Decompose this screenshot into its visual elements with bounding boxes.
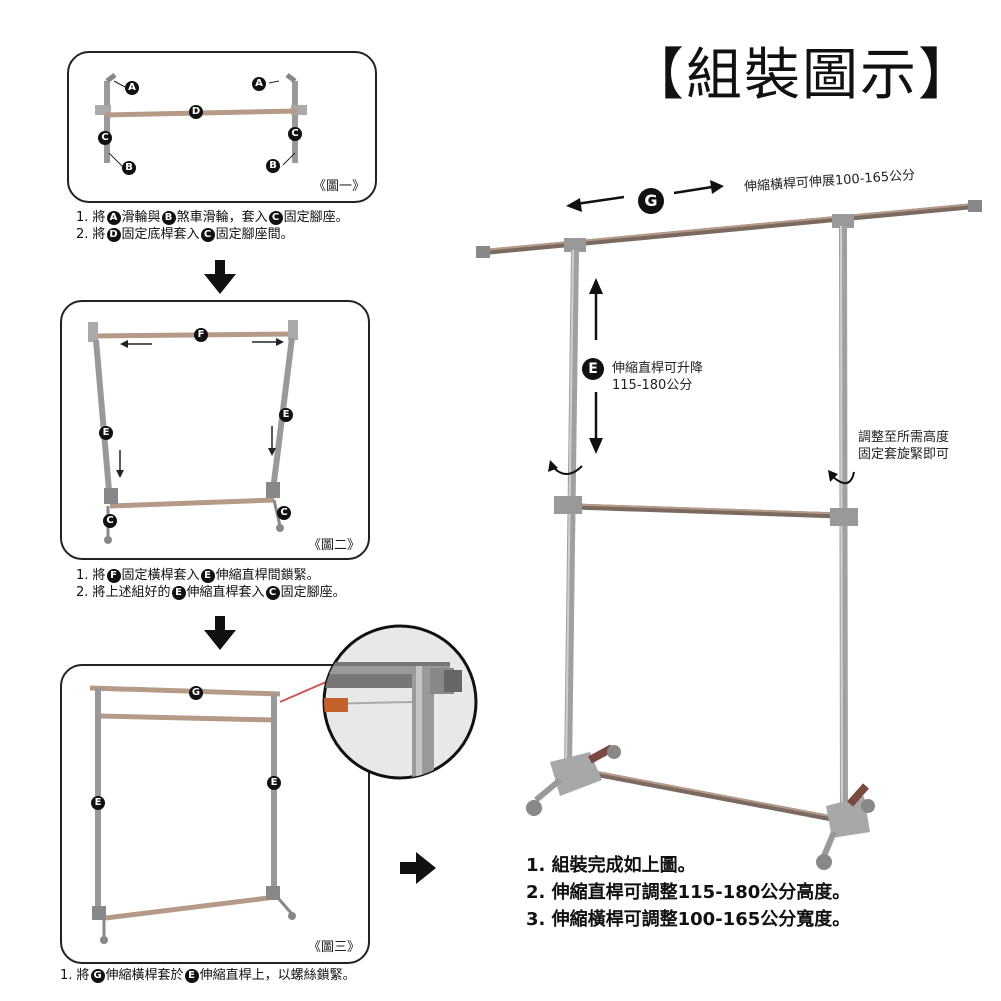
text: 固定腳座。 [283,210,349,225]
text: 1. 將 [76,210,106,225]
figure-2-caption: 《圖二》 [308,538,361,553]
adjust-label-2: 固定套旋緊即可 [858,447,950,462]
down-arrow-icon [204,260,236,294]
step-2-instructions: 1. 將 F 固定橫桿套入 E 伸縮直桿間鎖緊。 2. 將上述組好的 E 伸縮直… [76,567,346,601]
label-c-right: C [288,127,302,141]
final-note: 1. 組裝完成如上圖。 [526,855,696,876]
label-d: D [106,227,121,242]
panel-figure-1: A A D C C B B 《圖一》 [67,51,377,203]
assembled-rack-drawing [476,180,982,870]
label-e: E [200,568,215,583]
panel-figure-3: G E E 《圖三》 [60,664,370,964]
text: 2. 將上述組好的 [76,585,171,600]
label-e-left: E [99,426,113,440]
label-a-left: A [125,81,139,95]
label-g: G [90,968,105,983]
label-e-main: E [582,358,604,380]
e-bar-label-1: 伸縮直桿可升降 [612,361,704,376]
down-arrow-icon [204,616,236,650]
text: 1. 將 [76,568,106,583]
label-b-right: B [266,159,280,173]
label-c-left: C [103,514,117,528]
label-c: C [265,585,280,600]
panel-figure-2: F E E C C 《圖二》 [60,300,370,560]
text: 固定橫桿套入 [121,568,200,583]
label-c: C [268,210,283,225]
page-title: 【組裝圖示】 [628,43,976,108]
label-f: F [106,568,121,583]
label-d: D [189,105,203,119]
label-e: E [171,585,186,600]
right-arrow-icon [400,852,436,884]
text: 固定腳座間。 [215,227,294,242]
figure-3-caption: 《圖三》 [308,940,361,955]
label-e-left: E [91,796,105,810]
label-c-left: C [98,131,112,145]
adjust-label-1: 調整至所需高度 [858,430,950,445]
label-c-right: C [277,506,291,520]
step-1-instructions: 1. 將 A 滑輪與 B 煞車滑輪，套入 C 固定腳座。 2. 將 D 固定底桿… [76,209,349,243]
label-f: F [194,328,208,342]
label-a: A [106,210,121,225]
final-notes: 1. 組裝完成如上圖。 2. 伸縮直桿可調整115-180公分高度。 3. 伸縮… [526,852,850,933]
text: 伸縮直桿上，以螺絲鎖緊。 [199,968,356,983]
label-a-right: A [252,77,266,91]
label-b-left: B [122,161,136,175]
label-e-right: E [279,408,293,422]
label-g-main: G [638,188,664,214]
label-c: C [200,227,215,242]
text: 煞車滑輪，套入 [176,210,268,225]
text: 固定腳座。 [280,585,346,600]
step-1-line-2: 2. 將 D 固定底桿套入 C 固定腳座間。 [76,226,349,243]
text: 伸縮直桿間鎖緊。 [215,568,320,583]
text: 2. 將 [76,227,106,242]
step-2-line-1: 1. 將 F 固定橫桿套入 E 伸縮直桿間鎖緊。 [76,567,346,584]
e-bar-label-2: 115-180公分 [612,378,693,393]
figure-1-caption: 《圖一》 [313,179,366,194]
step-2-line-2: 2. 將上述組好的 E 伸縮直桿套入 C 固定腳座。 [76,584,346,601]
label-e-right: E [267,776,281,790]
step-1-line-1: 1. 將 A 滑輪與 B 煞車滑輪，套入 C 固定腳座。 [76,209,349,226]
text: 固定底桿套入 [121,227,200,242]
label-e: E [184,968,199,983]
text: 滑輪與 [121,210,161,225]
final-note: 3. 伸縮橫桿可調整100-165公分寬度。 [526,909,851,930]
text: 伸縮直桿套入 [186,585,265,600]
text: 1. 將 [60,968,90,983]
text: 伸縮橫桿套於 [105,968,184,983]
final-note: 2. 伸縮直桿可調整115-180公分高度。 [526,882,851,903]
label-g: G [189,686,203,700]
detail-magnifier [322,624,478,780]
label-b: B [161,210,176,225]
step-3-line-1: 1. 將 G 伸縮橫桿套於 E 伸縮直桿上，以螺絲鎖緊。 [60,967,356,984]
step-3-instructions: 1. 將 G 伸縮橫桿套於 E 伸縮直桿上，以螺絲鎖緊。 [60,967,356,984]
